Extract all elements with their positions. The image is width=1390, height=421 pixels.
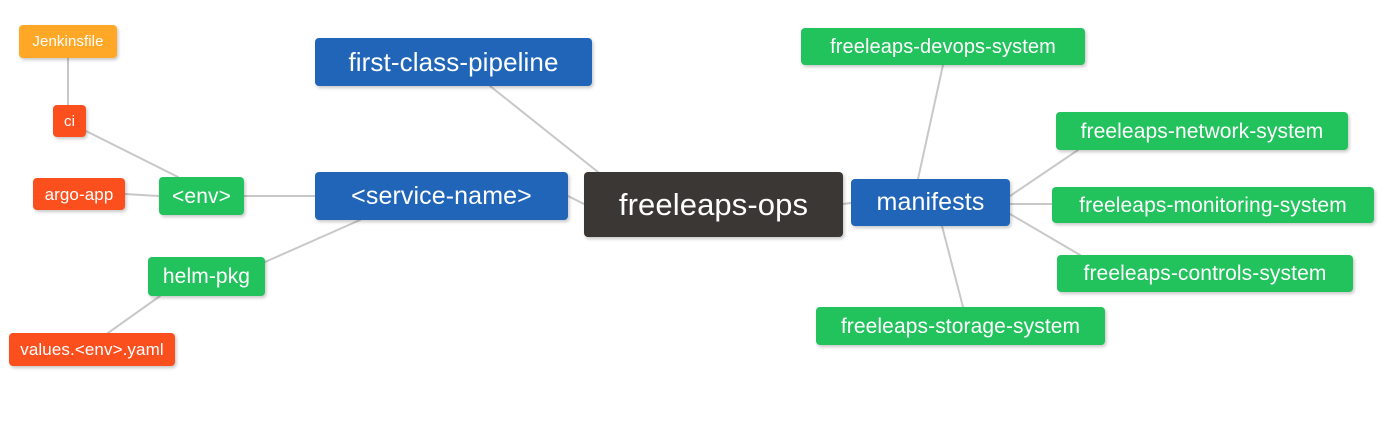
mindmap-node-manifests[interactable]: manifests	[851, 179, 1010, 226]
edge-env-to-argo-app	[124, 193, 160, 197]
mindmap-node-freeleaps-ops[interactable]: freeleaps-ops	[584, 172, 843, 237]
edge-freeleaps-ops-to-manifests	[842, 202, 852, 205]
mindmap-node-freeleaps-devops-system[interactable]: freeleaps-devops-system	[801, 28, 1085, 65]
mindmap-node-values-yaml[interactable]: values.<env>.yaml	[9, 333, 175, 366]
edge-freeleaps-ops-to-first-class-pipeline	[489, 85, 604, 177]
mindmap-node-env[interactable]: <env>	[159, 177, 244, 215]
edge-freeleaps-ops-to-service-name	[567, 195, 585, 205]
edge-manifests-to-freeleaps-devops-system	[917, 64, 944, 180]
edge-manifests-to-freeleaps-storage-system	[941, 225, 964, 308]
mindmap-node-ci[interactable]: ci	[53, 105, 86, 137]
mindmap-node-jenkinsfile[interactable]: Jenkinsfile	[19, 25, 117, 58]
mindmap-node-freeleaps-network-system[interactable]: freeleaps-network-system	[1056, 112, 1348, 150]
mindmap-node-service-name[interactable]: <service-name>	[315, 172, 568, 220]
mindmap-node-first-class-pipeline[interactable]: first-class-pipeline	[315, 38, 592, 86]
mindmap-node-freeleaps-controls-system[interactable]: freeleaps-controls-system	[1057, 255, 1353, 292]
mindmap-node-freeleaps-storage-system[interactable]: freeleaps-storage-system	[816, 307, 1105, 345]
mindmap-node-argo-app[interactable]: argo-app	[33, 178, 125, 210]
edge-env-to-ci	[85, 130, 179, 178]
mindmap-node-helm-pkg[interactable]: helm-pkg	[148, 257, 265, 296]
mindmap-node-freeleaps-monitoring-system[interactable]: freeleaps-monitoring-system	[1052, 187, 1374, 223]
edge-helm-pkg-to-values-yaml	[107, 295, 161, 334]
edge-service-name-to-helm-pkg	[264, 219, 361, 263]
